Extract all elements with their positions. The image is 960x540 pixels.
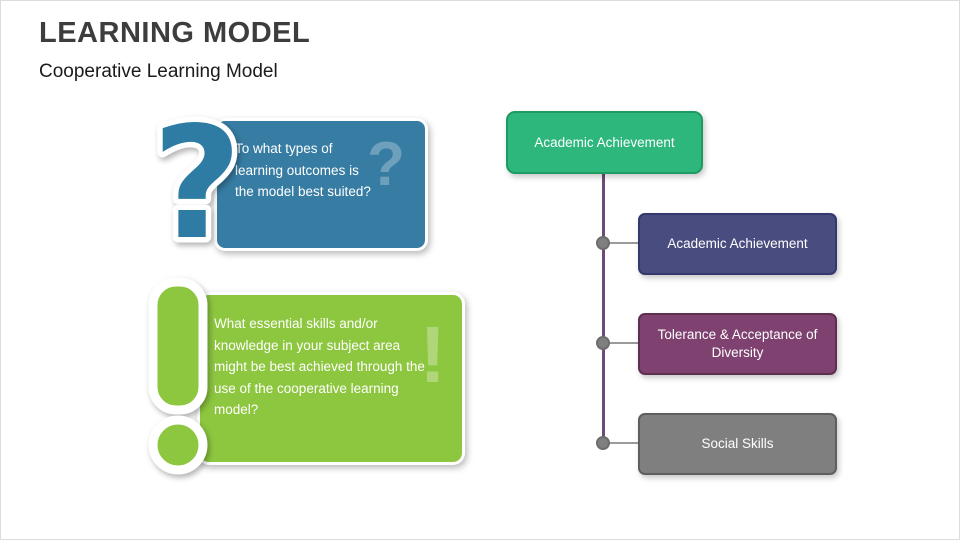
question-callout-box: ? To what types of learning outcomes is … (214, 118, 428, 251)
question-callout-text: To what types of learning outcomes is th… (235, 141, 371, 200)
timeline-item-social-skills: Social Skills (638, 413, 837, 475)
timeline-node-dot (596, 436, 610, 450)
timeline-node-dot (596, 336, 610, 350)
timeline-root-label: Academic Achievement (534, 135, 675, 150)
timeline-connector (604, 442, 638, 444)
timeline-line (602, 173, 605, 444)
timeline-item-academic-achievement: Academic Achievement (638, 213, 837, 275)
exclamation-callout-box: ! What essential skills and/or knowledge… (197, 292, 465, 465)
svg-text:?: ? (152, 105, 242, 270)
timeline-item-tolerance-acceptance: Tolerance & Acceptance of Diversity (638, 313, 837, 375)
timeline-connector (604, 242, 638, 244)
question-watermark: ? (367, 130, 405, 199)
timeline-item-label: Social Skills (701, 435, 774, 451)
timeline-node-dot (596, 236, 610, 250)
exclamation-mark-icon (119, 273, 237, 478)
question-mark-icon: ? (134, 88, 264, 280)
timeline-connector (604, 342, 638, 344)
timeline-root-box: Academic Achievement (506, 111, 703, 174)
page-title: LEARNING MODEL (39, 17, 311, 49)
timeline-item-label: Academic Achievement (667, 235, 808, 251)
exclamation-callout-text: What essential skills and/or knowledge i… (214, 316, 425, 418)
page-subtitle: Cooperative Learning Model (39, 61, 278, 82)
exclamation-watermark: ! (419, 310, 446, 399)
timeline-item-label: Tolerance & Acceptance of Diversity (657, 326, 818, 360)
